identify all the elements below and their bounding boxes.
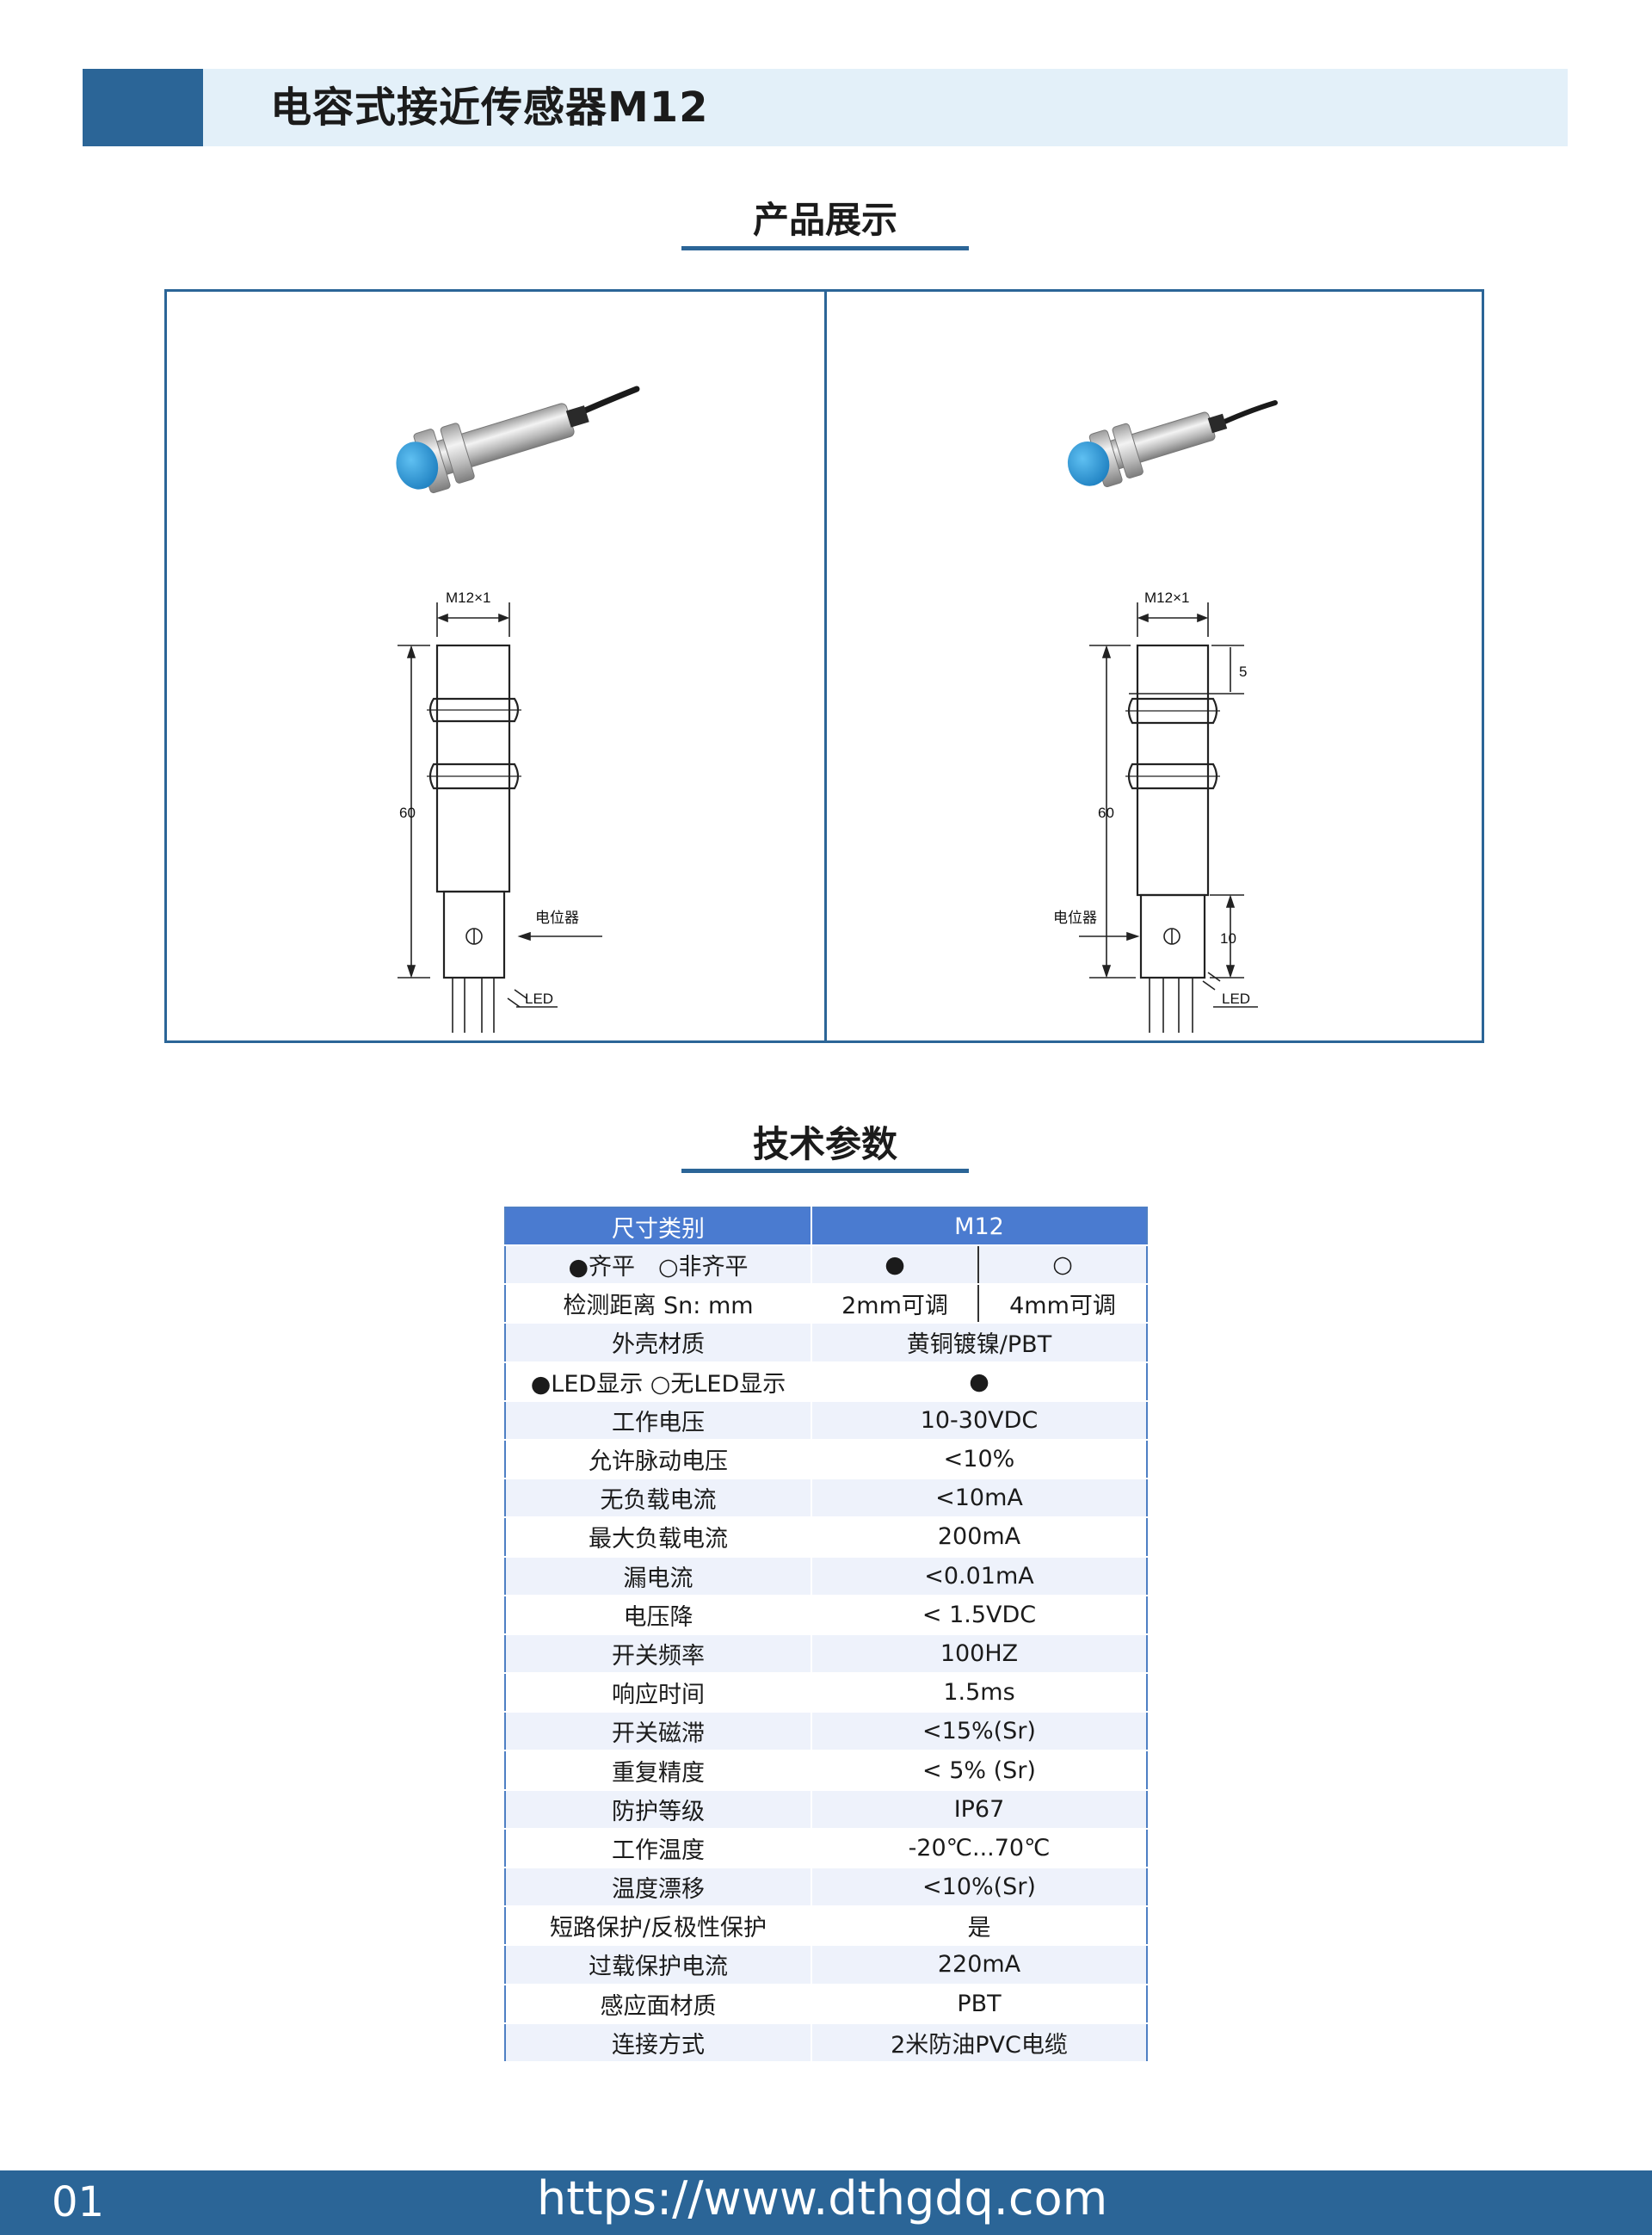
product-display-divider: [824, 289, 827, 1043]
spec-value: <15%(Sr): [811, 1712, 1147, 1752]
right-offset-label: 5: [1239, 664, 1247, 680]
spec-row-distance: 检测距离 Sn: mm 2mm可调 4mm可调: [505, 1284, 1147, 1324]
spec-value: < 5% (Sr): [811, 1750, 1147, 1791]
spec-label: 开关磁滞: [505, 1712, 812, 1752]
spec-value: < 1.5VDC: [811, 1595, 1147, 1635]
spec-value: PBT: [811, 1984, 1147, 2024]
table-row: 外壳材质黄铜镀镍/PBT: [505, 1323, 1147, 1363]
table-row: 重复精度< 5% (Sr): [505, 1750, 1147, 1791]
spec-table: 尺寸类别 M12 ●齐平 ○非齐平 ● ○ 检测距离 Sn: mm 2mm可调 …: [504, 1207, 1148, 2063]
spec-value: <10%: [811, 1439, 1147, 1480]
spec-value: IP67: [811, 1789, 1147, 1830]
spec-label: 开关频率: [505, 1633, 812, 1675]
spec-label: 响应时间: [505, 1673, 812, 1713]
table-row: 无负载电流<10mA: [505, 1479, 1147, 1519]
spec-value: 10-30VDC: [811, 1400, 1147, 1441]
sensor-photo-right: [1067, 400, 1278, 488]
spec-label: 重复精度: [505, 1750, 812, 1791]
spec-label: 无负载电流: [505, 1479, 812, 1519]
table-row: 漏电流<0.01mA: [505, 1556, 1147, 1596]
table-row: 短路保护/反极性保护是: [505, 1906, 1147, 1947]
spec-label: 过载保护电流: [505, 1945, 812, 1985]
left-pot-label: 电位器: [535, 910, 579, 926]
spec-label: 工作电压: [505, 1400, 812, 1441]
footer-url-link[interactable]: https://www.dthgdq.com: [537, 2171, 1108, 2226]
spec-label: 防护等级: [505, 1789, 812, 1830]
spec-value: <10mA: [811, 1479, 1147, 1519]
spec-row-mount: ●齐平 ○非齐平 ● ○: [505, 1245, 1147, 1286]
spec-header-row: 尺寸类别 M12: [505, 1207, 1147, 1246]
header-bar: [203, 69, 1568, 146]
right-led-label: LED: [1222, 991, 1250, 1007]
spec-value: ●: [811, 1361, 1147, 1402]
table-row: 温度漂移<10%(Sr): [505, 1868, 1147, 1908]
dimension-drawing-right: [1079, 602, 1258, 1033]
spec-value: 黄铜镀镍/PBT: [811, 1323, 1147, 1363]
spec-value: 220mA: [811, 1945, 1147, 1985]
spec-value: 2米防油PVC电缆: [811, 2022, 1147, 2063]
spec-label: 工作温度: [505, 1828, 812, 1869]
spec-header-value: M12: [811, 1207, 1147, 1246]
spec-value: <0.01mA: [811, 1556, 1147, 1596]
right-pot-label: 电位器: [1053, 910, 1097, 926]
spec-value: 100HZ: [811, 1633, 1147, 1675]
product-illustrations: M12×1 60 电位器 LED: [396, 386, 1278, 1033]
spec-label: 漏电流: [505, 1556, 812, 1596]
spec-value-distance-flush: 2mm可调: [811, 1284, 979, 1324]
dimension-drawing-left: [398, 602, 602, 1033]
spec-label: ●LED显示 ○无LED显示: [505, 1361, 812, 1402]
right-tail-label: 10: [1220, 930, 1236, 947]
right-thread-label: M12×1: [1144, 590, 1189, 606]
spec-label: 最大负载电流: [505, 1517, 812, 1558]
page-number: 01: [52, 2178, 105, 2226]
table-row: 开关磁滞<15%(Sr): [505, 1712, 1147, 1752]
table-row: 电压降< 1.5VDC: [505, 1595, 1147, 1635]
spec-label: 电压降: [505, 1595, 812, 1635]
spec-label: ●齐平 ○非齐平: [505, 1245, 812, 1286]
spec-header-label: 尺寸类别: [505, 1207, 812, 1246]
table-row: ●LED显示 ○无LED显示●: [505, 1361, 1147, 1402]
spec-value: 1.5ms: [811, 1673, 1147, 1713]
spec-label: 感应面材质: [505, 1984, 812, 2024]
right-length-label: 60: [1098, 805, 1114, 821]
section-underline-specs: [681, 1169, 969, 1173]
page-title: 电容式接近传感器M12: [270, 83, 709, 132]
spec-value-distance-nonflush: 4mm可调: [978, 1284, 1147, 1324]
spec-value-flush: ●: [811, 1245, 979, 1286]
spec-value: 是: [811, 1906, 1147, 1947]
footer-bar: [0, 2170, 1652, 2235]
header-accent-block: [83, 69, 203, 146]
section-title-specs: 技术参数: [752, 1123, 897, 1165]
spec-label: 外壳材质: [505, 1323, 812, 1363]
section-underline-product: [681, 246, 969, 250]
spec-value-nonflush: ○: [978, 1245, 1147, 1286]
spec-label: 短路保护/反极性保护: [505, 1906, 812, 1947]
table-row: 工作温度-20℃...70℃: [505, 1828, 1147, 1869]
spec-label: 检测距离 Sn: mm: [505, 1284, 812, 1324]
spec-value: 200mA: [811, 1517, 1147, 1558]
sensor-photo-left: [396, 386, 640, 494]
section-title-product: 产品展示: [752, 199, 897, 241]
spec-label: 连接方式: [505, 2022, 812, 2063]
table-row: 允许脉动电压<10%: [505, 1439, 1147, 1480]
left-length-label: 60: [399, 805, 416, 821]
spec-value: <10%(Sr): [811, 1868, 1147, 1908]
left-thread-label: M12×1: [446, 590, 490, 606]
spec-label: 温度漂移: [505, 1868, 812, 1908]
spec-value: -20℃...70℃: [811, 1828, 1147, 1869]
spec-label: 允许脉动电压: [505, 1439, 812, 1480]
left-led-label: LED: [525, 991, 553, 1007]
